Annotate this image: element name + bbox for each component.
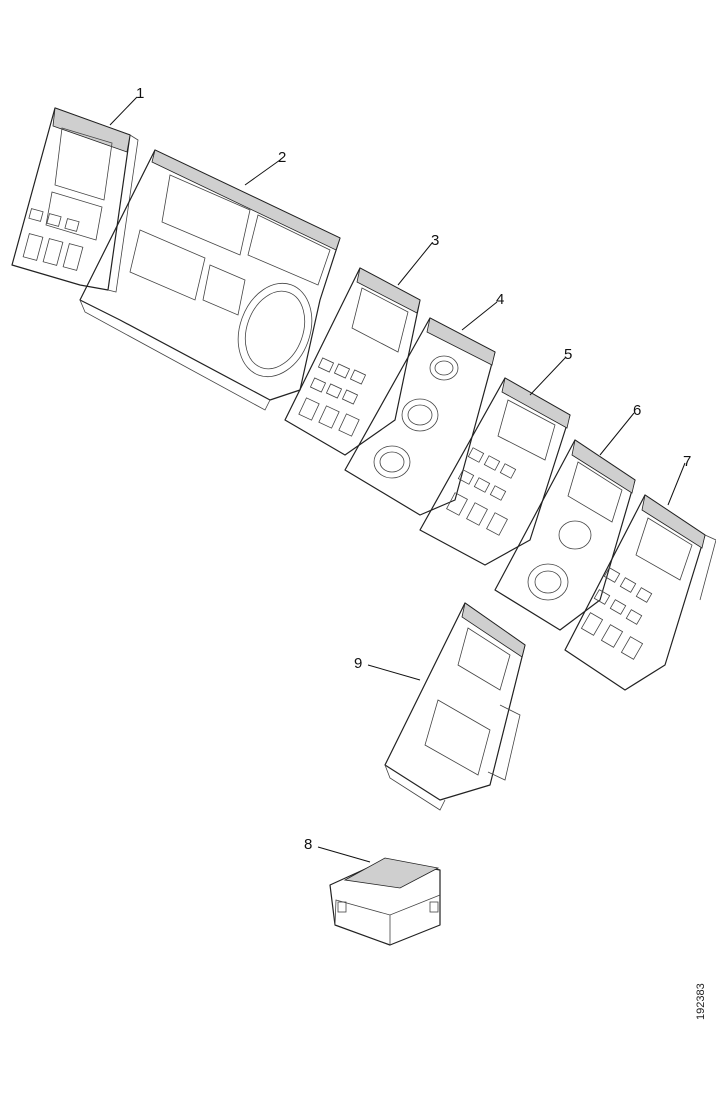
panel-7	[564, 494, 716, 691]
leader-lines	[109, 96, 686, 863]
callout-2: 2	[278, 149, 286, 166]
part-8-module	[329, 857, 441, 946]
reference-number: 192383	[695, 983, 707, 1020]
panel-1	[11, 107, 139, 293]
callout-5: 5	[564, 346, 572, 363]
panel-3	[284, 267, 421, 456]
callout-6: 6	[633, 402, 641, 419]
callout-8: 8	[304, 836, 312, 853]
panel-5	[419, 377, 571, 566]
panel-6	[494, 439, 636, 631]
panel-4	[344, 317, 496, 516]
panel-9	[384, 602, 526, 811]
panel-2	[79, 149, 341, 411]
callout-3: 3	[431, 232, 439, 249]
callout-4: 4	[496, 291, 504, 308]
callout-1: 1	[136, 85, 144, 102]
callout-7: 7	[683, 453, 691, 470]
callout-9: 9	[354, 655, 362, 672]
